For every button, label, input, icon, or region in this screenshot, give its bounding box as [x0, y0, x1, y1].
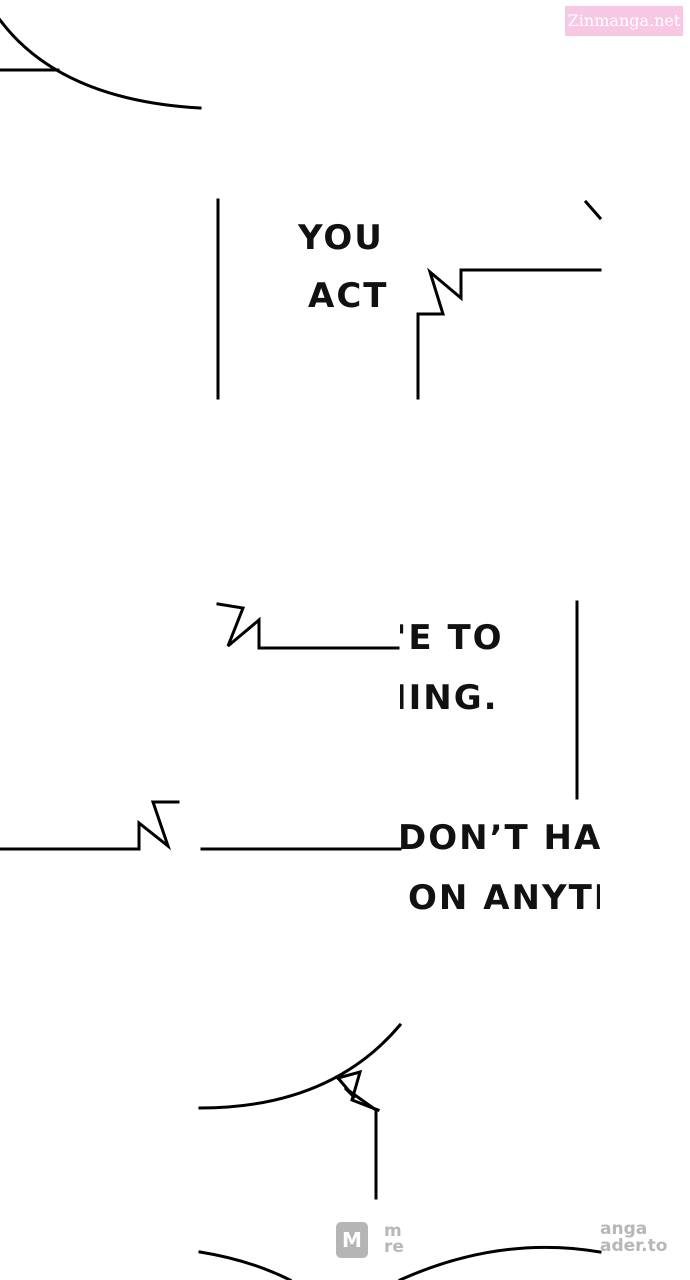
text-tile-a: YOU l ACT	[218, 200, 400, 400]
tile-c-line-2: ON ANYTH	[408, 878, 600, 918]
bubble-arc-bottom-right	[398, 1245, 602, 1280]
bubble-tail-2	[216, 602, 400, 650]
bubble-arc-top-left	[0, 17, 202, 110]
tile-b-line-2: IING.	[400, 678, 499, 718]
watermark-left-line-2: re	[384, 1237, 404, 1257]
watermark-right-line-1: anga	[600, 1219, 648, 1239]
tile-c-line-1: DON’T HAV	[400, 818, 600, 858]
bubble-tail-4b	[336, 1069, 380, 1112]
reader-logo-icon: M	[336, 1222, 368, 1258]
tile-a-line-2: ACT	[308, 276, 389, 316]
bubble-arc-bottom-left	[198, 1250, 293, 1280]
bubble-arc-bottom	[198, 1022, 403, 1110]
bubble-tail-4	[335, 1075, 378, 1200]
tile-b-line-1: 'E TO	[400, 618, 504, 658]
bubble-stroke-corner	[583, 199, 603, 221]
bubble-tail-3	[0, 800, 180, 851]
text-tile-b: 'E TO IING.	[400, 600, 577, 800]
bubble-tail-1	[416, 267, 602, 400]
watermark-left-line-1: m	[384, 1221, 402, 1241]
tile-a-line-1: YOU l	[298, 218, 400, 258]
watermark-right-line-2: ader.to	[600, 1236, 668, 1256]
text-tile-c: DON’T HAV ON ANYTH	[400, 800, 600, 1000]
site-watermark-top: Zinmanga.net	[565, 6, 683, 36]
